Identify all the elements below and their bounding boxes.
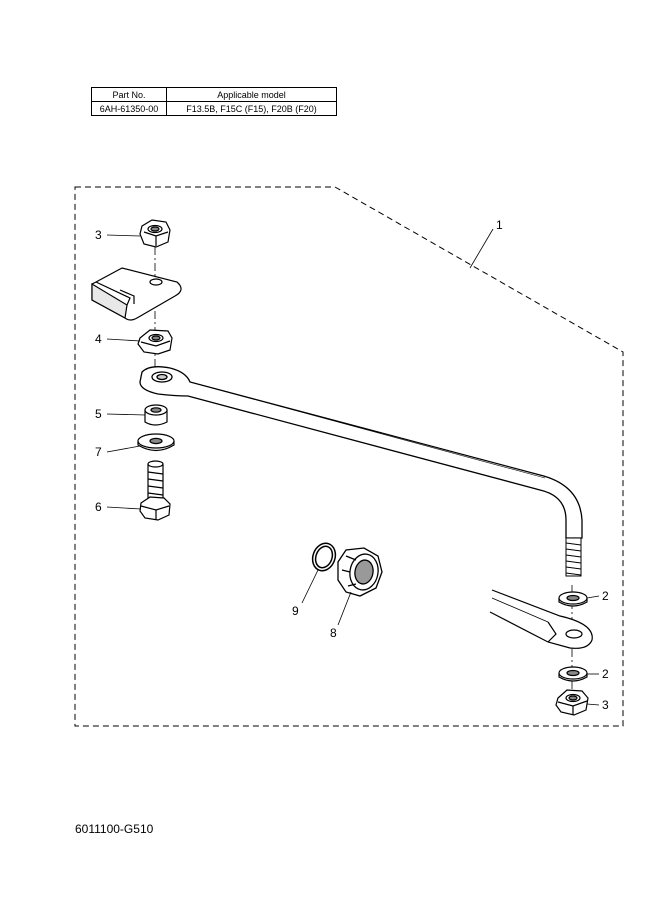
washer-part-2-upper — [558, 591, 588, 607]
washer-part-7 — [137, 433, 175, 452]
callout-8: 8 — [330, 626, 337, 640]
washer-part-2-lower — [558, 666, 588, 682]
link-rod-part-1 — [139, 366, 583, 539]
callout-2-lower: 2 — [602, 667, 609, 681]
rod-threaded-end — [565, 537, 582, 577]
applicable-model-header: Applicable model — [166, 87, 337, 102]
callout-4: 4 — [95, 332, 102, 346]
callout-1: 1 — [496, 218, 503, 232]
leader-lines — [106, 228, 600, 706]
callout-9: 9 — [292, 604, 299, 618]
callout-7: 7 — [95, 445, 102, 459]
nut-part-8 — [337, 547, 383, 597]
callout-6: 6 — [95, 500, 102, 514]
o-ring-part-9 — [311, 542, 337, 572]
callout-3-bottom: 3 — [602, 698, 609, 712]
callout-5: 5 — [95, 407, 102, 421]
bolt-part-6 — [139, 460, 171, 521]
steering-arm — [489, 589, 593, 649]
parts-table-header: Part No. Applicable model — [91, 87, 337, 102]
callout-3-top: 3 — [95, 228, 102, 242]
nut-part-3-bottom — [555, 689, 589, 716]
callout-2-upper: 2 — [602, 589, 609, 603]
parts-table-row: 6AH-61350-00 F13.5B, F15C (F15), F20B (F… — [91, 101, 337, 116]
bracket-plate — [91, 267, 182, 321]
nut-part-4 — [137, 329, 173, 355]
nut-part-3-top — [139, 219, 171, 248]
callouts: 1 3 4 5 7 6 9 8 2 2 3 — [95, 218, 609, 712]
parts-table: Part No. Applicable model 6AH-61350-00 F… — [91, 87, 337, 116]
part-no-header: Part No. — [91, 87, 167, 102]
footer-code: 6011100-G510 — [75, 822, 154, 836]
collar-part-5 — [144, 404, 168, 426]
applicable-model-cell: F13.5B, F15C (F15), F20B (F20) — [166, 101, 337, 116]
assembly-boundary — [74, 186, 624, 727]
part-no-cell: 6AH-61350-00 — [91, 101, 167, 116]
